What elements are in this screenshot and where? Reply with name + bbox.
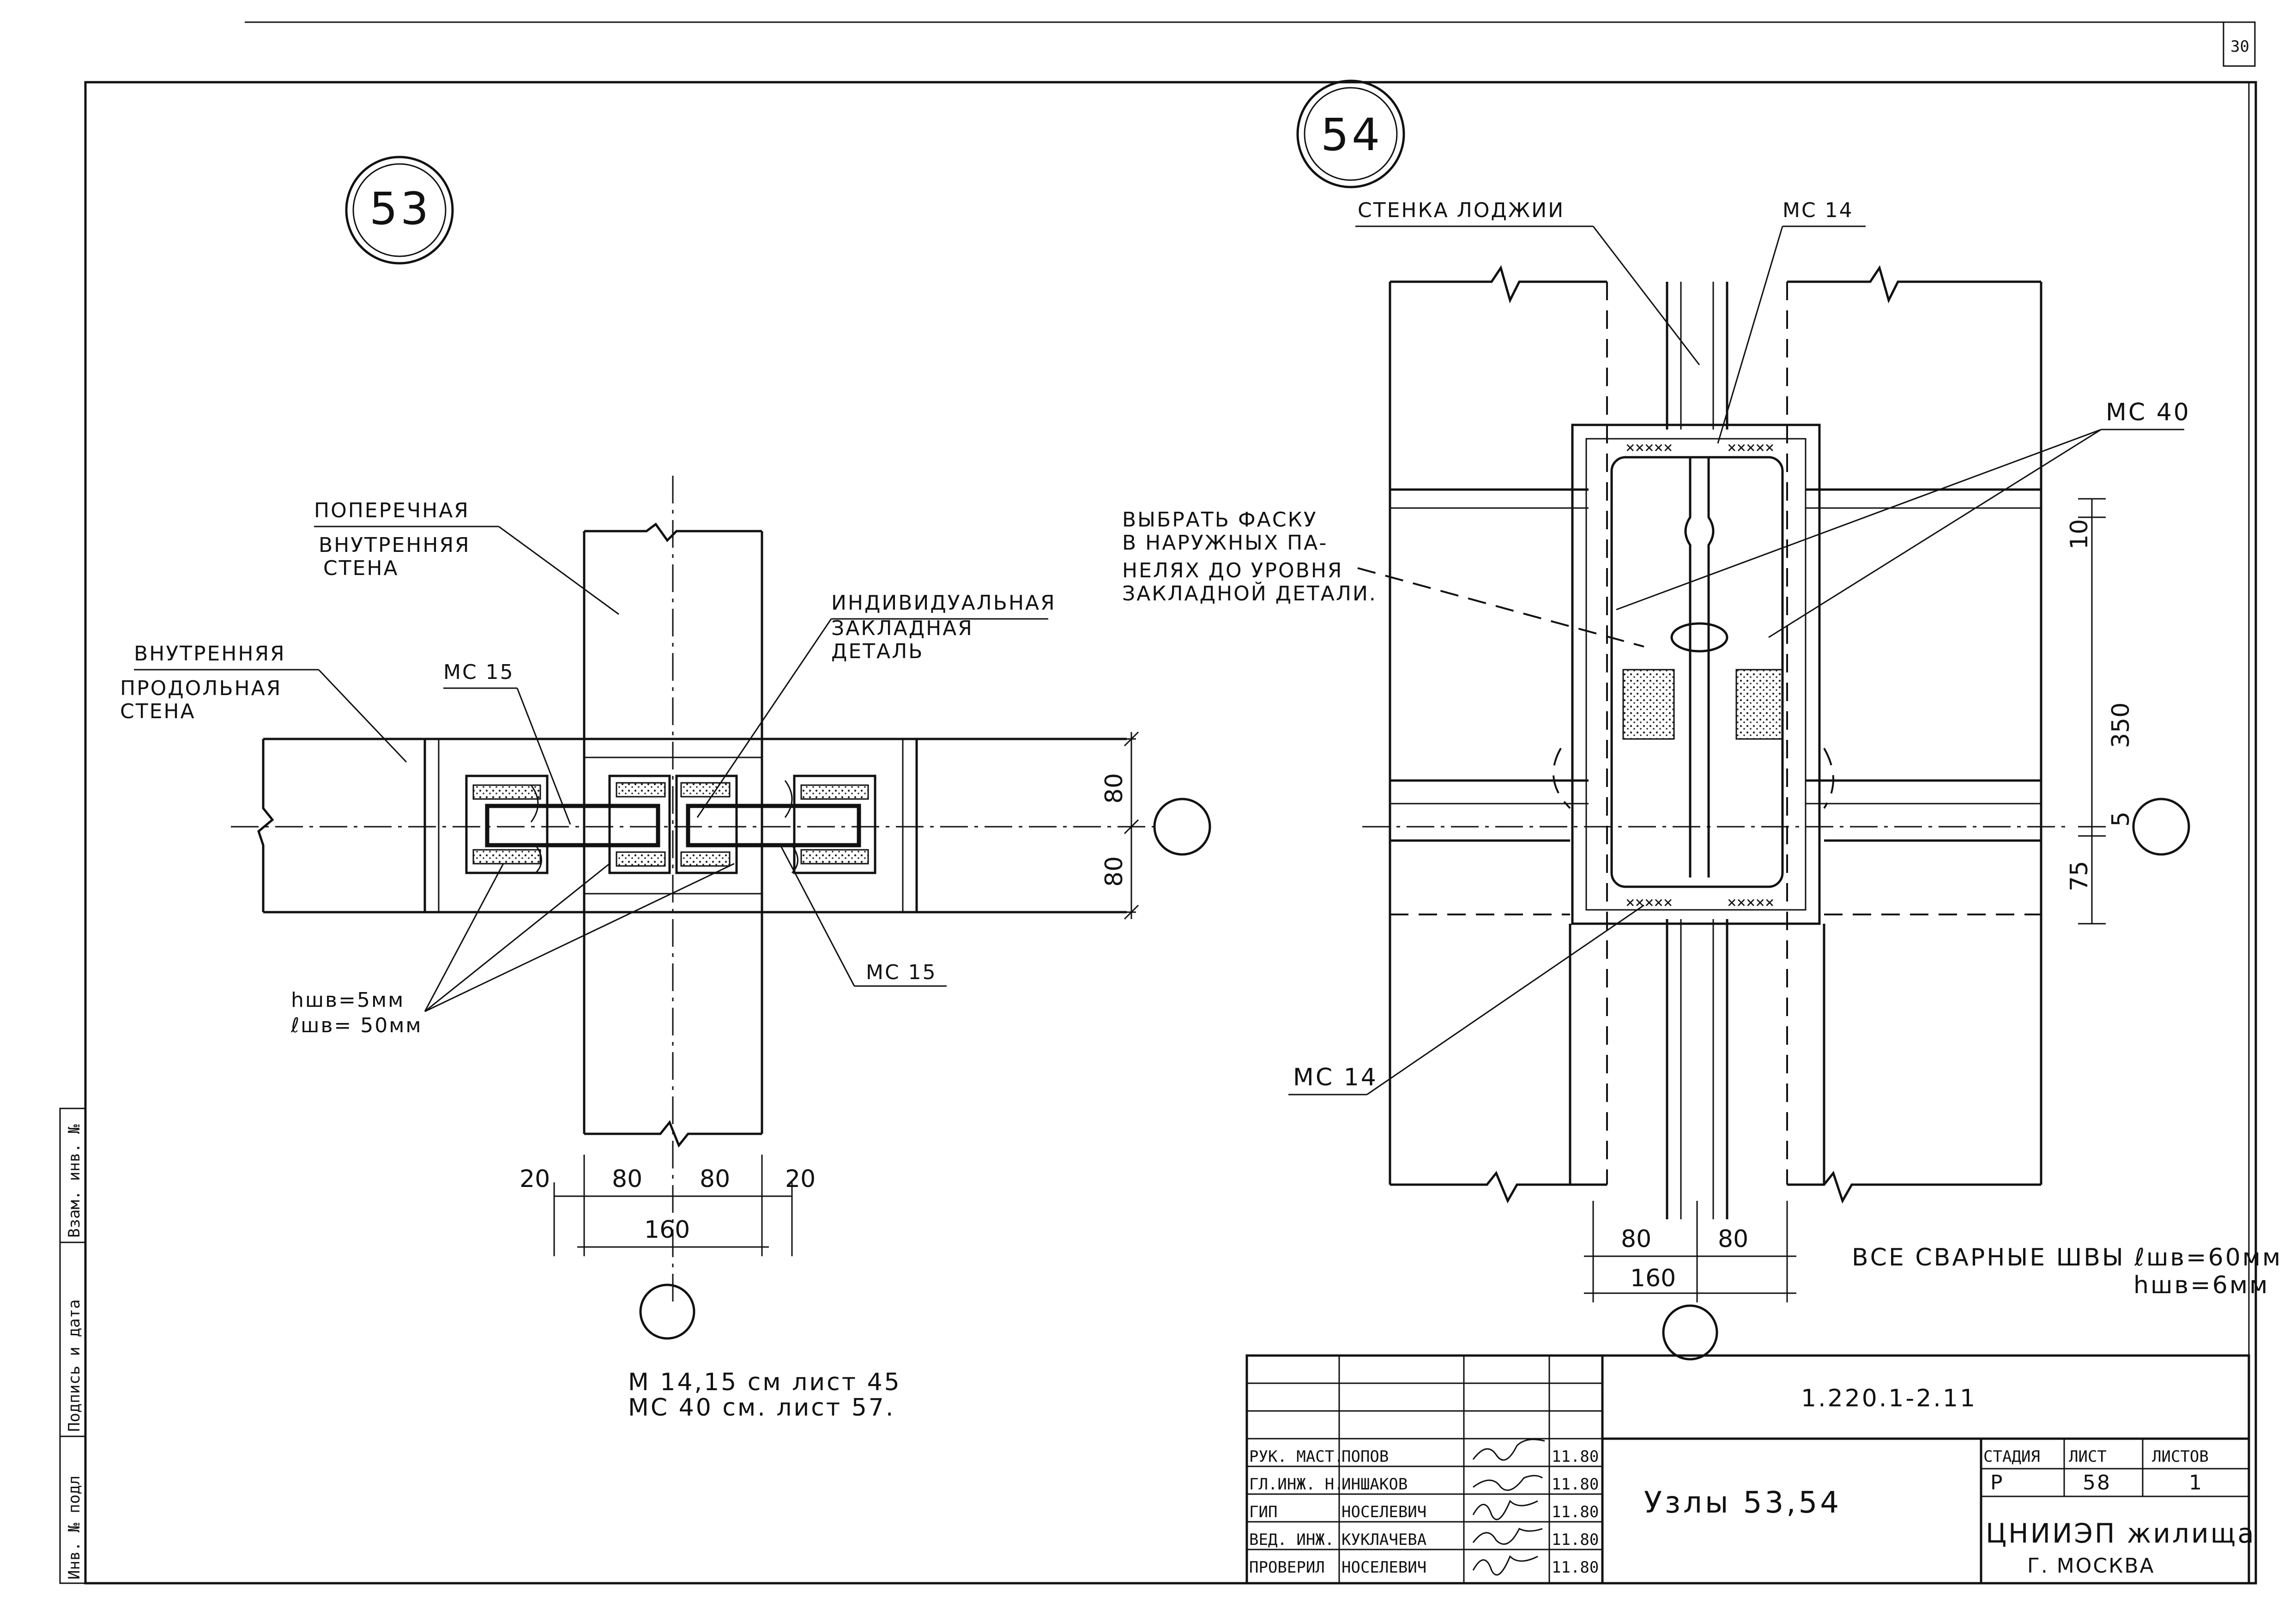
- sheet-value: 58: [2083, 1471, 2111, 1495]
- dim-right-top: 80: [1100, 773, 1128, 804]
- label-longitudinal-3: СТЕНА: [120, 700, 196, 723]
- node-54-dims-bottom: 80 80 160: [1584, 1201, 1796, 1361]
- node-53-dims-right: 80 80: [1100, 731, 1211, 920]
- doc-title: Узлы 53,54: [1644, 1486, 1842, 1520]
- svg-text:×××××: ×××××: [1727, 438, 1774, 457]
- person-1-date: 11.80: [1552, 1475, 1599, 1494]
- dim-bottom-20a: 20: [520, 1165, 550, 1193]
- node-54: 54: [1122, 79, 2282, 1361]
- label-embedded-3: ДЕТАЛЬ: [831, 640, 924, 663]
- dim-54-160: 160: [1630, 1265, 1676, 1292]
- node-53-dims-bottom: 20 80 80 20 160: [520, 1155, 816, 1340]
- dim-54-80a: 80: [1621, 1225, 1651, 1253]
- label-embedded-1: ИНДИВИДУАЛЬНАЯ: [831, 591, 1056, 615]
- sheet-label: ЛИСТ: [2069, 1447, 2107, 1466]
- signatures: [1472, 1439, 1545, 1576]
- dim-right-bottom: 80: [1100, 856, 1128, 887]
- welds-note-2: hшв=6мм: [2133, 1271, 2269, 1299]
- person-2-name: НОСЕЛЕВИЧ: [1341, 1503, 1426, 1521]
- dim-bottom-20b: 20: [785, 1165, 816, 1193]
- dim-bottom-80a: 80: [612, 1165, 642, 1193]
- label-chamfer-2: В НАРУЖНЫХ ПА-: [1122, 531, 1328, 555]
- person-1-name: ИНШАКОВ: [1341, 1475, 1408, 1494]
- person-1-role: ГЛ.ИНЖ. Н.: [1249, 1475, 1344, 1494]
- org-city: Г. МОСКВА: [2027, 1554, 2155, 1578]
- dim-75: 75: [2066, 861, 2093, 891]
- stage-value: Р: [1990, 1471, 2004, 1495]
- sheet-corner-number: 30: [2230, 37, 2249, 56]
- label-embedded-2: ЗАКЛАДНАЯ: [831, 617, 973, 640]
- person-3-date: 11.80: [1552, 1531, 1599, 1549]
- person-0-date: 11.80: [1552, 1447, 1599, 1466]
- person-4-role: ПРОВЕРИЛ: [1249, 1558, 1325, 1577]
- dim-54-80b: 80: [1718, 1225, 1748, 1253]
- svg-text:×××××: ×××××: [1625, 893, 1673, 912]
- sheets-value: 1: [2189, 1471, 2203, 1495]
- label-longitudinal-2: ПРОДОЛЬНАЯ: [120, 677, 282, 700]
- label-chamfer-3: НЕЛЯХ ДО УРОВНЯ: [1122, 559, 1343, 582]
- label-weld-l: ℓшв= 50мм: [290, 1014, 423, 1037]
- node-53-number: 53: [369, 183, 431, 235]
- person-2-date: 11.80: [1552, 1503, 1599, 1521]
- label-weld-h: hшв=5мм: [291, 988, 405, 1012]
- label-mc40: МС 40: [2106, 399, 2191, 426]
- label-chamfer-1: ВЫБРАТЬ ФАСКУ: [1122, 508, 1317, 532]
- side-stamp-replace: Взам. инв. №: [65, 1124, 84, 1238]
- dim-bottom-80b: 80: [700, 1165, 730, 1193]
- embedded-pockets: [465, 775, 876, 874]
- label-mc15-top: МС 15: [443, 660, 514, 684]
- person-2-role: ГИП: [1249, 1503, 1277, 1521]
- label-transverse-2: ВНУТРЕННЯЯ: [319, 533, 471, 557]
- label-chamfer-4: ЗАКЛАДНОЙ ДЕТАЛИ.: [1122, 581, 1377, 605]
- svg-text:×××××: ×××××: [1727, 893, 1774, 912]
- sheet-frame: 30: [84, 21, 2257, 1585]
- person-3-role: ВЕД. ИНЖ.: [1249, 1531, 1334, 1549]
- label-mc14-top: МС 14: [1782, 199, 1854, 222]
- loggia-wall: [1666, 282, 1728, 1219]
- label-transverse-1: ПОПЕРЕЧНАЯ: [314, 499, 470, 522]
- label-mc15-bottom: МС 15: [866, 961, 937, 984]
- label-transverse-3: СТЕНА: [323, 557, 399, 580]
- note-line1: М 14,15 см лист 45: [628, 1368, 901, 1396]
- note-line2: МС 40 см. лист 57.: [628, 1394, 895, 1422]
- person-4-date: 11.80: [1552, 1558, 1599, 1577]
- welds-note-1: ВСЕ СВАРНЫЕ ШВЫ ℓшв=60мм: [1852, 1244, 2282, 1271]
- side-stamp-inv: Инв. № подл: [65, 1476, 84, 1580]
- node-54-number: 54: [1321, 109, 1383, 161]
- dim-350: 350: [2107, 702, 2135, 748]
- node-53: 53: [120, 156, 1211, 1422]
- label-loggia: СТЕНКА ЛОДЖИИ: [1358, 199, 1565, 222]
- dim-10: 10: [2066, 519, 2093, 550]
- node-54-dims-right: 10 350 5 75: [2066, 498, 2190, 925]
- stage-label: СТАДИЯ: [1983, 1447, 2040, 1466]
- person-3-name: КУКЛАЧЕВА: [1341, 1531, 1426, 1549]
- svg-text:×××××: ×××××: [1625, 438, 1673, 457]
- transverse-wall: [583, 476, 763, 1307]
- dim-bottom-160: 160: [644, 1216, 690, 1244]
- title-block: РУК. МАСТ. ПОПОВ 11.80 ГЛ.ИНЖ. Н. ИНШАКО…: [1245, 1354, 2256, 1585]
- label-longitudinal-1: ВНУТРЕННЯЯ: [134, 642, 286, 666]
- doc-code: 1.220.1-2.11: [1801, 1385, 1977, 1412]
- side-stamp: Инв. № подл Подпись и дата Взам. инв. №: [59, 1108, 86, 1584]
- side-stamp-sign: Подпись и дата: [65, 1299, 84, 1432]
- org-name: ЦНИИЭП жилища: [1986, 1518, 2256, 1549]
- person-4-name: НОСЕЛЕВИЧ: [1341, 1558, 1426, 1577]
- longitudinal-wall: [231, 738, 1159, 914]
- node-54-pocket: ××××× ××××× ××××× ×××××: [1553, 424, 1834, 925]
- sheets-label: ЛИСТОВ: [2152, 1447, 2209, 1466]
- label-mc14-bottom: МС 14: [1293, 1064, 1378, 1091]
- node-54-walls: [1362, 265, 2069, 1204]
- dim-5: 5: [2107, 811, 2135, 827]
- person-0-name: ПОПОВ: [1341, 1447, 1389, 1466]
- person-0-role: РУК. МАСТ.: [1249, 1447, 1344, 1466]
